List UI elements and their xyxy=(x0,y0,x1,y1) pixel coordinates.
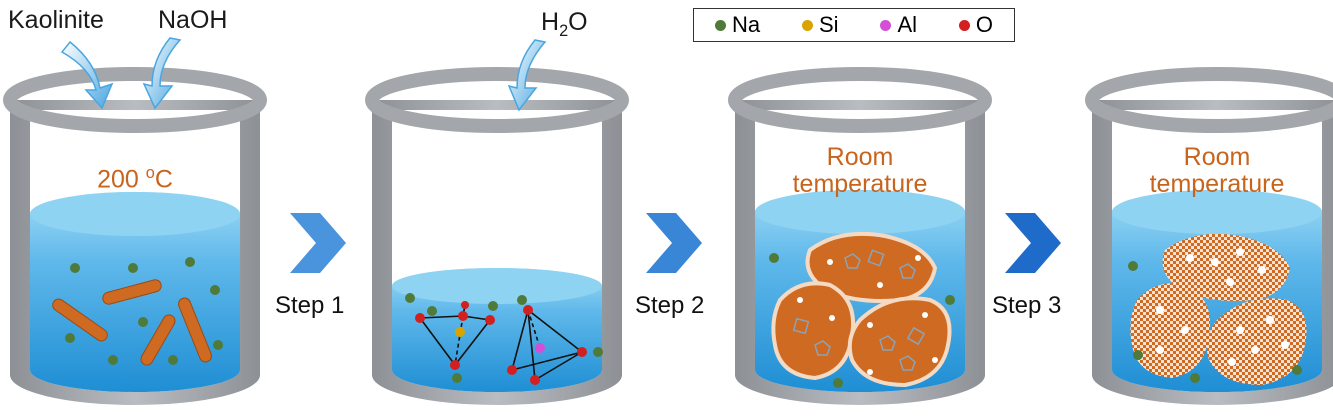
temperature-label: 200 oC xyxy=(97,164,173,194)
si-dot-icon xyxy=(801,19,813,31)
sodium-ions-2 xyxy=(405,293,603,383)
pore-outlines xyxy=(792,249,926,371)
silicon-atom xyxy=(455,327,465,337)
legend: Na Si Al O xyxy=(693,8,1015,42)
legend-item-si: Si xyxy=(801,12,839,38)
step-2-label: Step 2 xyxy=(635,292,705,319)
aluminosilicate-cluster-1 xyxy=(419,304,491,366)
naoh-arrow-icon xyxy=(142,37,182,110)
sodium-ions-4 xyxy=(1128,261,1302,383)
aluminum-atom xyxy=(535,343,545,353)
beaker-1 xyxy=(3,37,267,405)
gel-particles xyxy=(771,231,952,388)
al-dot-icon xyxy=(880,19,892,31)
water-label: H2O xyxy=(541,8,588,40)
legend-item-na: Na xyxy=(714,12,760,38)
aluminosilicate-cluster-2 xyxy=(511,309,583,381)
zeolite-particles xyxy=(1130,233,1307,385)
kaolinite-plates xyxy=(52,279,212,366)
legend-item-o: O xyxy=(958,12,993,38)
o-dot-icon xyxy=(958,19,970,31)
legend-item-al: Al xyxy=(880,12,917,38)
step-1-label: Step 1 xyxy=(275,292,345,319)
sodium-ions-3 xyxy=(769,253,955,388)
step-1-chevron-icon xyxy=(290,213,346,273)
oxygen-atoms xyxy=(415,301,587,385)
kaolinite-label: Kaolinite xyxy=(8,6,104,34)
na-dot-icon xyxy=(714,19,726,31)
pores-3 xyxy=(797,255,938,375)
pores-4 xyxy=(1156,248,1289,366)
step-3-label: Step 3 xyxy=(992,292,1062,319)
beaker-4 xyxy=(1085,67,1333,405)
kaolinite-arrow-icon xyxy=(60,40,114,110)
beaker-2 xyxy=(365,39,629,405)
sodium-ions-1 xyxy=(65,257,223,365)
step-3-chevron-icon xyxy=(1005,213,1061,273)
beaker-3 xyxy=(728,67,992,405)
water-arrow-icon xyxy=(507,39,547,112)
naoh-label: NaOH xyxy=(158,6,228,34)
step-2-chevron-icon xyxy=(646,213,702,273)
